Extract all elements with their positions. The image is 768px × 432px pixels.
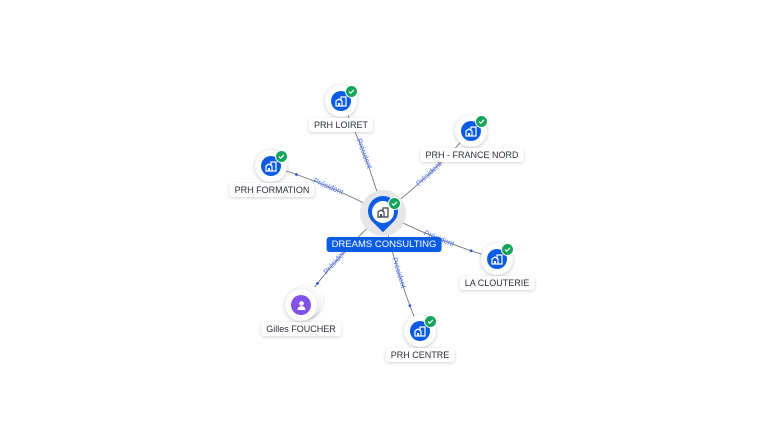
node-label[interactable]: PRH FORMATION	[229, 183, 315, 197]
node-circle[interactable]	[455, 115, 487, 147]
node-label[interactable]: PRH CENTRE	[385, 348, 455, 362]
verified-check-icon	[275, 150, 288, 163]
node-label[interactable]: PRH - FRANCE NORD	[420, 148, 524, 162]
node-label[interactable]: LA CLOUTERIE	[459, 276, 535, 290]
node-circle[interactable]	[285, 289, 317, 321]
verified-check-icon	[345, 85, 358, 98]
verified-check-icon	[475, 115, 488, 128]
verified-check-icon	[424, 315, 437, 328]
person-icon	[291, 295, 311, 315]
edge-label: Président	[312, 176, 346, 197]
edge-arrow	[316, 281, 319, 285]
center-node-label[interactable]: DREAMS CONSULTING	[326, 237, 442, 252]
edge-arrow	[469, 249, 473, 253]
verified-check-icon	[388, 197, 401, 210]
edge-label: Président	[414, 159, 444, 188]
edge-label: Président	[355, 137, 375, 171]
edge-arrow	[408, 304, 412, 308]
edge-arrow	[295, 173, 298, 176]
verified-check-icon	[501, 243, 514, 256]
edge-label: Président	[390, 256, 408, 290]
node-label[interactable]: PRH LOIRET	[308, 118, 374, 132]
node-label[interactable]: Gilles FOUCHER	[261, 322, 341, 336]
